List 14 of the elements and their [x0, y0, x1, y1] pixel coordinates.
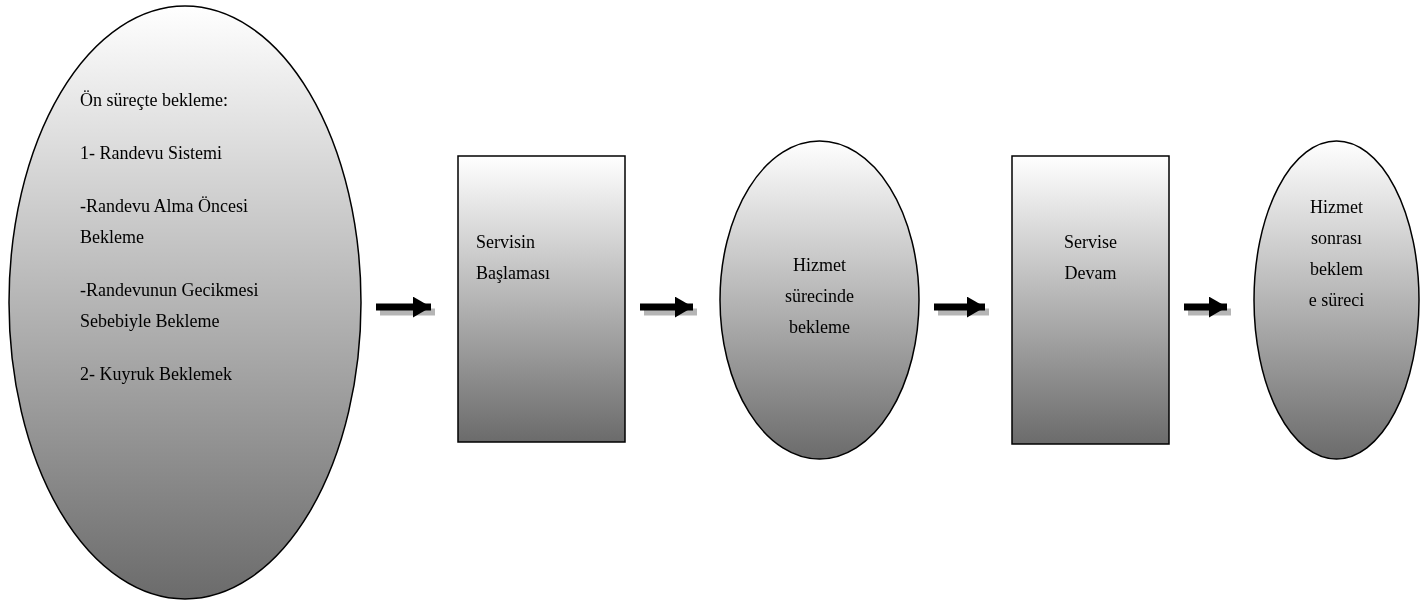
process-box: [457, 155, 626, 443]
process-ellipse: [1253, 140, 1420, 460]
node-text: Ön süreçte bekleme:: [80, 89, 229, 112]
node-text: 2- Kuyruk Beklemek: [80, 363, 233, 386]
node-text: Hizmet sürecinde bekleme: [784, 254, 855, 339]
process-ellipse: [8, 5, 362, 600]
node-text: Hizmet sonrası beklem e süreci: [1307, 196, 1366, 312]
node-text: 1- Randevu Sistemi: [80, 142, 223, 165]
node-text: -Randevu Alma Öncesi Bekleme: [80, 195, 249, 249]
node-text: Servisin Başlaması: [476, 231, 551, 285]
node-text: -Randevunun Gecikmesi Sebebiyle Bekleme: [80, 279, 260, 333]
node-text: Servise Devam: [1063, 231, 1118, 285]
process-box: [1011, 155, 1170, 445]
process-ellipse: [719, 140, 920, 460]
